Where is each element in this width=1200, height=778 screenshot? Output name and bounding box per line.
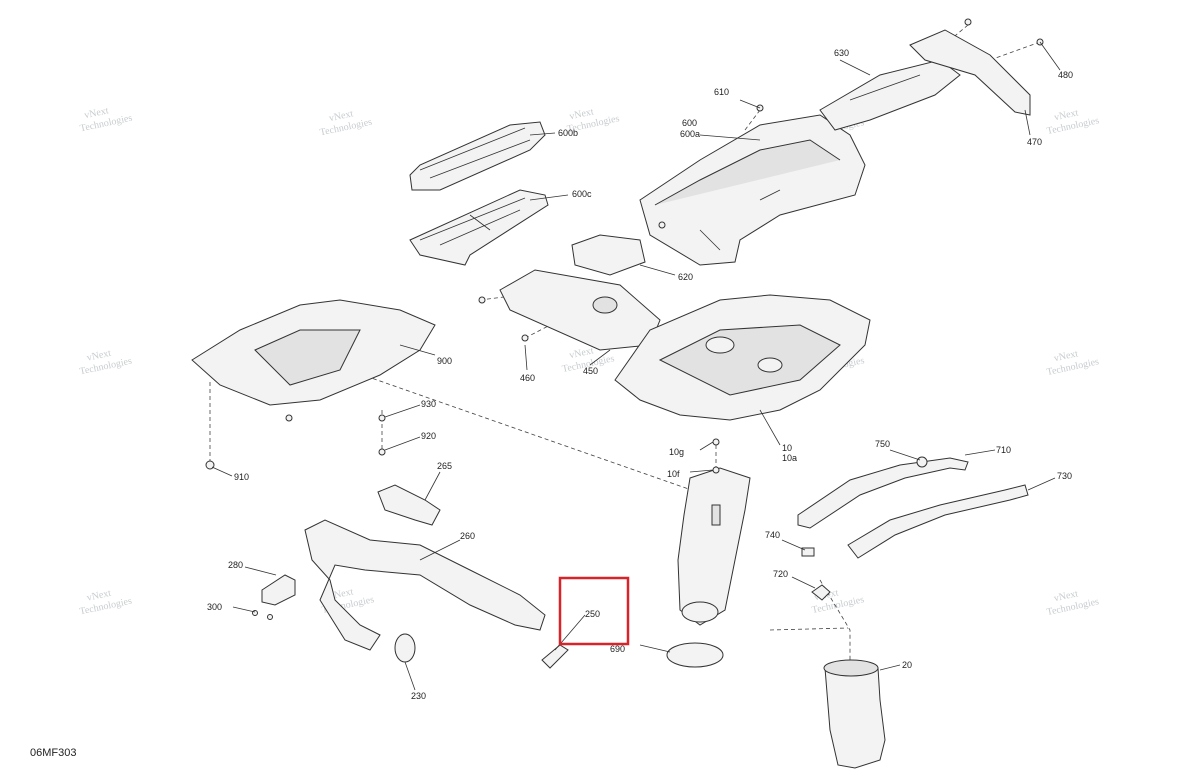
- part-20: [823, 659, 886, 769]
- callout-10g: 10g: [669, 447, 684, 457]
- callout-920: 920: [421, 431, 436, 441]
- callout-300: 300: [207, 602, 222, 612]
- part-10f: [677, 467, 751, 626]
- svg-text:vNext: vNext: [83, 105, 109, 121]
- callout-10f: 10f: [667, 469, 680, 479]
- callout-600b: 600b: [558, 128, 578, 138]
- callout-690: 690: [610, 644, 625, 654]
- svg-text:vNext: vNext: [86, 348, 112, 364]
- callout-470: 470: [1027, 137, 1042, 147]
- callout-230: 230: [411, 691, 426, 701]
- callout-250: 250: [585, 609, 600, 619]
- callout-20: 20: [902, 660, 912, 670]
- callout-600: 600: [682, 118, 697, 128]
- svg-text:vNext: vNext: [1053, 107, 1079, 123]
- callout-600a: 600a: [680, 129, 700, 139]
- part-900: [191, 299, 436, 406]
- diagram-code: 06MF303: [30, 747, 76, 759]
- callout-900: 900: [437, 356, 452, 366]
- part-690: [666, 642, 724, 668]
- part-450: [499, 269, 661, 351]
- part-620: [571, 234, 646, 276]
- callout-930: 930: [421, 399, 436, 409]
- part-280: [261, 574, 296, 606]
- callout-265: 265: [437, 461, 452, 471]
- callout-750: 750: [875, 439, 890, 449]
- callout-620: 620: [678, 272, 693, 282]
- part-600c: [409, 189, 549, 266]
- svg-text:vNext: vNext: [328, 108, 354, 124]
- part-600: [639, 114, 866, 266]
- callout-720: 720: [773, 569, 788, 579]
- part-250: [541, 644, 569, 669]
- callout-600c: 600c: [572, 189, 592, 199]
- callout-10a: 10a: [782, 453, 797, 463]
- callout-480: 480: [1058, 70, 1073, 80]
- callout-labels: 480 630 610 600 600a 470 600b 600c 620 9…: [207, 48, 1073, 701]
- part-630: [819, 59, 961, 131]
- callout-910: 910: [234, 472, 249, 482]
- part-710: [797, 457, 969, 529]
- callout-740: 740: [765, 530, 780, 540]
- callout-280: 280: [228, 560, 243, 570]
- callout-260: 260: [460, 531, 475, 541]
- svg-text:vNext: vNext: [568, 106, 594, 122]
- callout-450: 450: [583, 366, 598, 376]
- callout-730: 730: [1057, 471, 1072, 481]
- part-260: [304, 519, 546, 651]
- svg-text:vNext: vNext: [86, 588, 112, 604]
- svg-text:vNext: vNext: [1053, 348, 1079, 364]
- callout-710: 710: [996, 445, 1011, 455]
- callout-610: 610: [714, 87, 729, 97]
- callout-630: 630: [834, 48, 849, 58]
- svg-text:vNext: vNext: [1053, 588, 1079, 604]
- callout-460: 460: [520, 373, 535, 383]
- part-10: [614, 294, 871, 421]
- part-730: [847, 484, 1029, 559]
- callout-10: 10: [782, 443, 792, 453]
- highlight-box: [558, 576, 630, 646]
- leader-lines: [211, 41, 1061, 691]
- svg-text:vNext: vNext: [568, 345, 594, 361]
- part-600b: [409, 121, 546, 191]
- part-230: [394, 633, 416, 663]
- part-265: [377, 484, 441, 526]
- part-470: [909, 29, 1031, 116]
